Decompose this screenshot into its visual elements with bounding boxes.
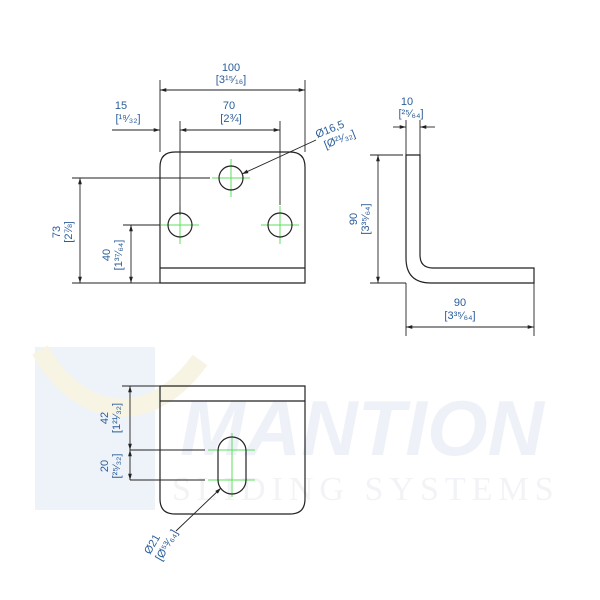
dim-thickness-metric: 10 — [401, 96, 413, 108]
dim-edge-offset-metric: 15 — [115, 100, 127, 112]
side-view: 10 [²⁵⁄₆₄] 90 [3³⁵⁄₆₄] 90 [3³⁵⁄₆₄] — [348, 96, 535, 336]
dim-top-hole-height-metric: 73 — [51, 226, 63, 238]
front-plate-outline — [159, 151, 306, 284]
dim-thickness-imperial: [²⁵⁄₆₄] — [398, 108, 423, 120]
slot — [208, 433, 255, 497]
side-profile-outline — [405, 154, 535, 284]
dim-hole-spacing-metric: 70 — [223, 100, 235, 112]
watermark: MANTION SLIDING SYSTEMS — [32, 345, 560, 510]
front-view: 100 [3¹⁵⁄₁₆] 15 [¹⁹⁄₃₂] 70 [2¾] Ø16,5 [Ø… — [51, 62, 357, 284]
dim-slot-length-imperial: [²⁵⁄₃₂] — [111, 454, 123, 479]
watermark-brand: MANTION — [180, 384, 546, 472]
dim-side-length-metric: 90 — [454, 297, 466, 309]
dim-slot-length-metric: 20 — [99, 460, 111, 472]
dim-width-metric: 100 — [222, 62, 240, 74]
leader-hole-diameter — [241, 139, 317, 175]
dim-side-height-metric: 90 — [348, 213, 360, 225]
dim-top-hole-height-imperial: [2⅞] — [63, 221, 75, 242]
watermark-tagline: SLIDING SYSTEMS — [172, 471, 560, 508]
leader-slot-width — [175, 487, 222, 532]
hole-top — [212, 159, 250, 197]
dim-side-length-imperial: [3³⁵⁄₆₄] — [444, 310, 475, 322]
bottom-plate-outline — [159, 385, 306, 515]
dim-side-height-imperial: [3³⁵⁄₆₄] — [360, 203, 372, 234]
watermark-swoosh — [32, 345, 208, 417]
dim-width-imperial: [3¹⁵⁄₁₆] — [216, 74, 246, 86]
hole-bottom-right — [261, 206, 299, 244]
dim-hole-spacing-imperial: [2¾] — [220, 113, 241, 125]
dim-bottom-hole-height-imperial: [1³⁷⁄₆₄] — [113, 240, 125, 271]
dim-edge-offset-imperial: [¹⁹⁄₃₂] — [115, 113, 140, 125]
dim-slot-offset-imperial: [1²¹⁄₃₂] — [111, 403, 123, 433]
dim-slot-offset-metric: 42 — [99, 412, 111, 424]
dim-bottom-hole-height-metric: 40 — [101, 249, 113, 261]
